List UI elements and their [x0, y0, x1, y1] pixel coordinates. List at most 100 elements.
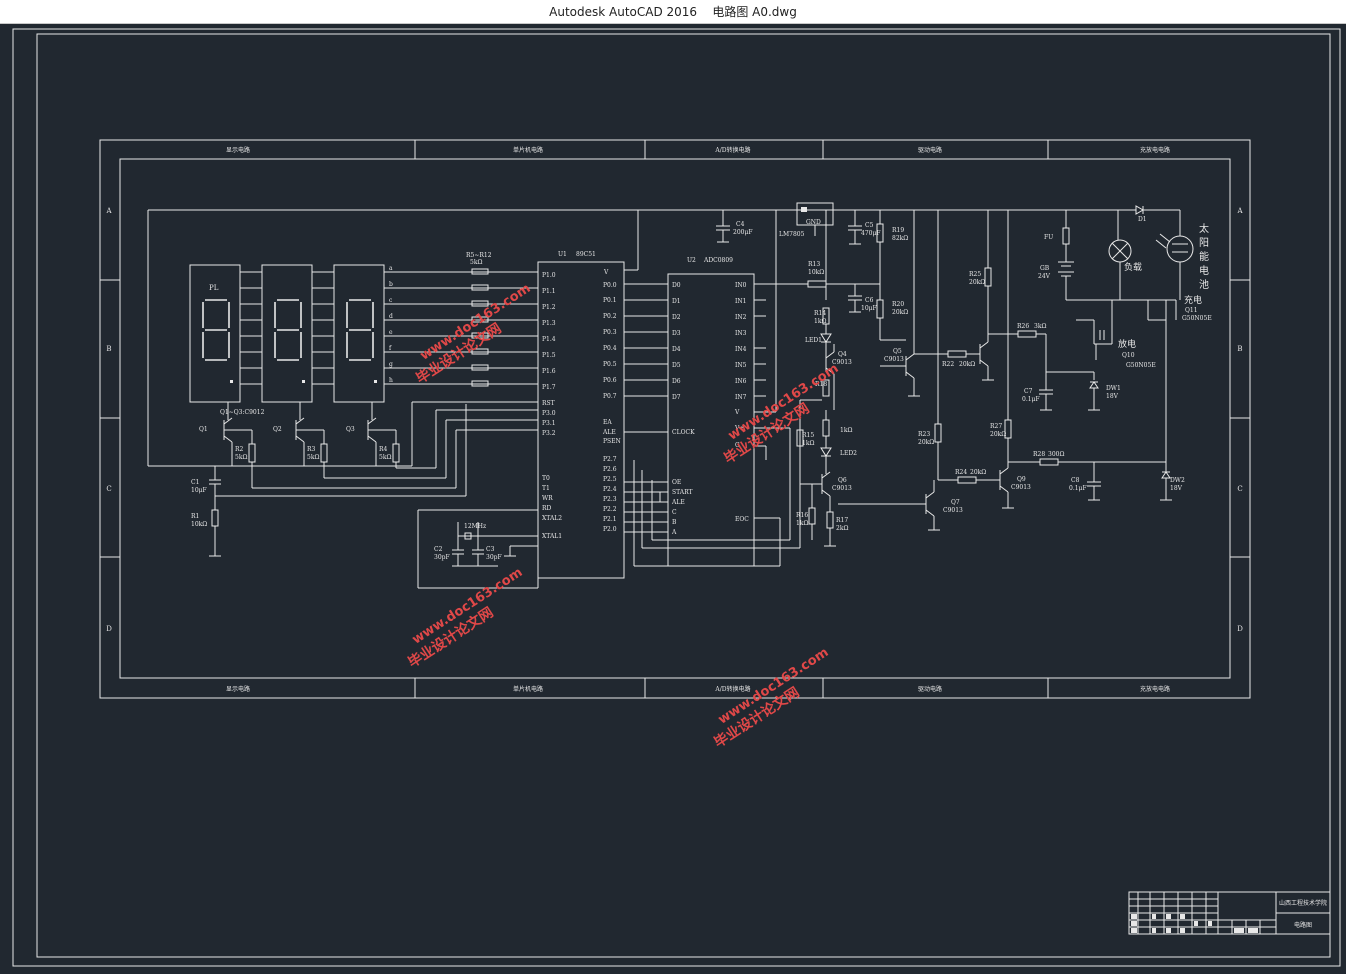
label-r4-value: 5kΩ [379, 454, 391, 461]
drawing-canvas[interactable]: 显示电路 单片机电路 A/D转换电路 驱动电路 充放电电路 显示电路 单片机电路… [0, 24, 1346, 970]
seg-label: g [389, 361, 393, 368]
label-r19-value: 82kΩ [892, 235, 908, 242]
svg-text:P0.5: P0.5 [603, 361, 617, 368]
label-q1: Q1 [199, 426, 208, 433]
resistor-array-r5-r12 [471, 268, 489, 387]
seg-label: e [389, 329, 393, 336]
svg-text:IN2: IN2 [735, 314, 747, 321]
window-title: Autodesk AutoCAD 2016 电路图 A0.dwg [549, 5, 797, 19]
svg-text:EA: EA [603, 419, 612, 426]
label-dw1: DW1 [1106, 385, 1121, 392]
label-r17: R17 [836, 517, 848, 524]
seven-segment-displays [189, 264, 385, 403]
svg-text:G: G [735, 442, 740, 449]
frame-zone-ticks [100, 140, 1250, 698]
label-q5: Q5 [893, 348, 902, 355]
chip-u1-name: 89C51 [576, 251, 596, 258]
adc-connections [633, 210, 880, 567]
svg-text:PSEN: PSEN [603, 438, 621, 445]
display-driver-transistors [148, 401, 538, 489]
svg-text:V: V [734, 409, 740, 416]
svg-text:P0.3: P0.3 [603, 329, 617, 336]
row-label: D [106, 625, 112, 633]
svg-text:D5: D5 [672, 362, 681, 369]
row-label: A [1236, 207, 1243, 215]
svg-text:P2.1: P2.1 [603, 516, 617, 523]
svg-text:OE: OE [672, 479, 681, 486]
label-q11-value: G50N05E [1182, 315, 1212, 322]
section-label-top: 驱动电路 [918, 146, 942, 154]
svg-text:T1: T1 [542, 485, 550, 492]
label-r5-r12: R5~R12 [466, 252, 492, 259]
label-r2-value: 5kΩ [235, 454, 247, 461]
label-r22-value: 20kΩ [959, 361, 975, 368]
label-q3: Q3 [346, 426, 355, 433]
label-r1-value: 10kΩ [191, 521, 207, 528]
seg-label: d [389, 313, 393, 320]
svg-text:阳: 阳 [1199, 237, 1209, 249]
label-c6: C6 [865, 297, 874, 304]
seg-label: f [389, 345, 392, 352]
label-r-1k: 1kΩ [840, 427, 852, 434]
label-r25: R25 [969, 271, 981, 278]
svg-text:P3.0: P3.0 [542, 410, 556, 417]
label-pl: PL [209, 284, 219, 292]
reset-circuit [147, 209, 1118, 557]
svg-text:T0: T0 [542, 475, 550, 482]
label-c8: C8 [1071, 477, 1080, 484]
svg-text:P2.6: P2.6 [603, 466, 617, 473]
svg-text:P1.6: P1.6 [542, 368, 556, 375]
chip-u2-name: ADC0809 [703, 257, 733, 264]
label-q5-value: C9013 [884, 356, 904, 363]
label-c4-value: 200μF [733, 229, 753, 236]
label-r4: R4 [379, 446, 388, 453]
section-label-bottom: 显示电路 [226, 685, 250, 693]
svg-text:RD: RD [542, 505, 552, 512]
label-r20-value: 20kΩ [892, 309, 908, 316]
label-q2: Q2 [273, 426, 282, 433]
svg-text:CLOCK: CLOCK [672, 429, 695, 436]
label-r16: R16 [796, 512, 808, 519]
label-gnd: GND [806, 219, 821, 226]
label-r3-value: 5kΩ [307, 454, 319, 461]
label-q4-value: C9013 [832, 359, 852, 366]
svg-text:IN4: IN4 [735, 346, 747, 353]
label-q10: Q10 [1122, 352, 1135, 359]
svg-text:P2.5: P2.5 [603, 476, 617, 483]
section-label-bottom: 单片机电路 [513, 685, 543, 693]
titleblock-school: 山西工程技术学院 [1279, 899, 1327, 907]
label-r27: R27 [990, 423, 1002, 430]
label-r23: R23 [918, 431, 930, 438]
svg-text:A: A [671, 529, 677, 536]
svg-text:P2.7: P2.7 [603, 456, 617, 463]
data-bus-p0 [624, 210, 668, 533]
title-block-glyphs [1131, 914, 1258, 933]
label-led1: LED1 [805, 337, 822, 344]
svg-text:WR: WR [542, 495, 553, 502]
label-q6: Q6 [838, 477, 847, 484]
label-c6-value: 10μF [861, 305, 877, 312]
label-c7-value: 0.1μF [1022, 396, 1040, 403]
label-q11: Q11 [1185, 307, 1198, 314]
drawing-svg: 显示电路 单片机电路 A/D转换电路 驱动电路 充放电电路 显示电路 单片机电路… [12, 28, 1341, 967]
svg-text:IN5: IN5 [735, 362, 747, 369]
label-r19: R19 [892, 227, 904, 234]
label-r22: R22 [942, 361, 954, 368]
sheet-outer-border [12, 28, 1341, 967]
label-r23-value: 20kΩ [918, 439, 934, 446]
chip-u1-vcc: V [603, 269, 609, 276]
svg-text:P1.0: P1.0 [542, 272, 556, 279]
label-c5: C5 [865, 222, 874, 229]
svg-text:IN3: IN3 [735, 330, 747, 337]
label-r15: R15 [802, 432, 814, 439]
row-label: A [105, 207, 112, 215]
label-c8-value: 0.1μF [1069, 485, 1087, 492]
seg-label: b [389, 281, 393, 288]
label-gb: GB [1040, 265, 1050, 272]
label-q7-value: C9013 [943, 507, 963, 514]
label-discharge: 放电 [1118, 338, 1136, 350]
svg-text:P1.5: P1.5 [542, 352, 556, 359]
label-r28: R28 [1033, 451, 1045, 458]
svg-text:P1.1: P1.1 [542, 288, 556, 295]
svg-text:C: C [672, 509, 677, 516]
